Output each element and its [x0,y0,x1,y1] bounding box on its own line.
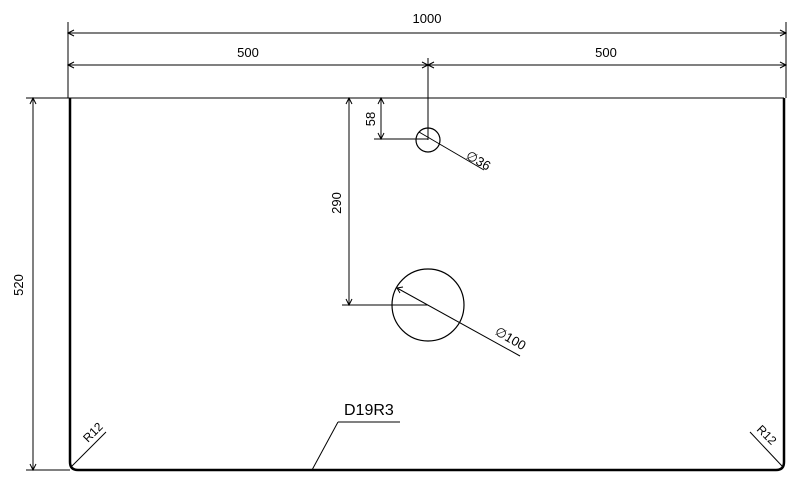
edge-label-leader: D19R3 [311,402,400,471]
corner-radius-right: R12 [749,422,783,467]
corner-radius-left-text: R12 [80,419,106,445]
small-hole-diameter-text: ∅36 [464,148,494,174]
dimension-small-hole-offset: 58 [358,96,428,141]
panel-outline [68,98,786,472]
large-hole [391,268,465,342]
small-hole-leader: ∅36 [418,131,494,174]
dimension-overall-width: 1000 [66,11,788,98]
corner-radius-left: R12 [71,419,107,467]
dimension-58-text: 58 [363,112,378,126]
dimension-500-left-text: 500 [237,45,259,60]
edge-label-text: D19R3 [344,402,394,419]
dimension-large-hole-offset: 290 [329,96,428,307]
dimension-500-right-text: 500 [595,45,617,60]
dimension-height: 520 [11,96,70,472]
dimension-290-text: 290 [329,192,344,214]
dimension-halves: 500 500 [66,45,788,140]
corner-radius-right-text: R12 [754,422,780,448]
small-hole [415,127,441,153]
large-hole-diameter-text: ∅100 [493,324,529,353]
dimension-520-text: 520 [11,274,26,296]
dimension-1000-text: 1000 [413,11,442,26]
